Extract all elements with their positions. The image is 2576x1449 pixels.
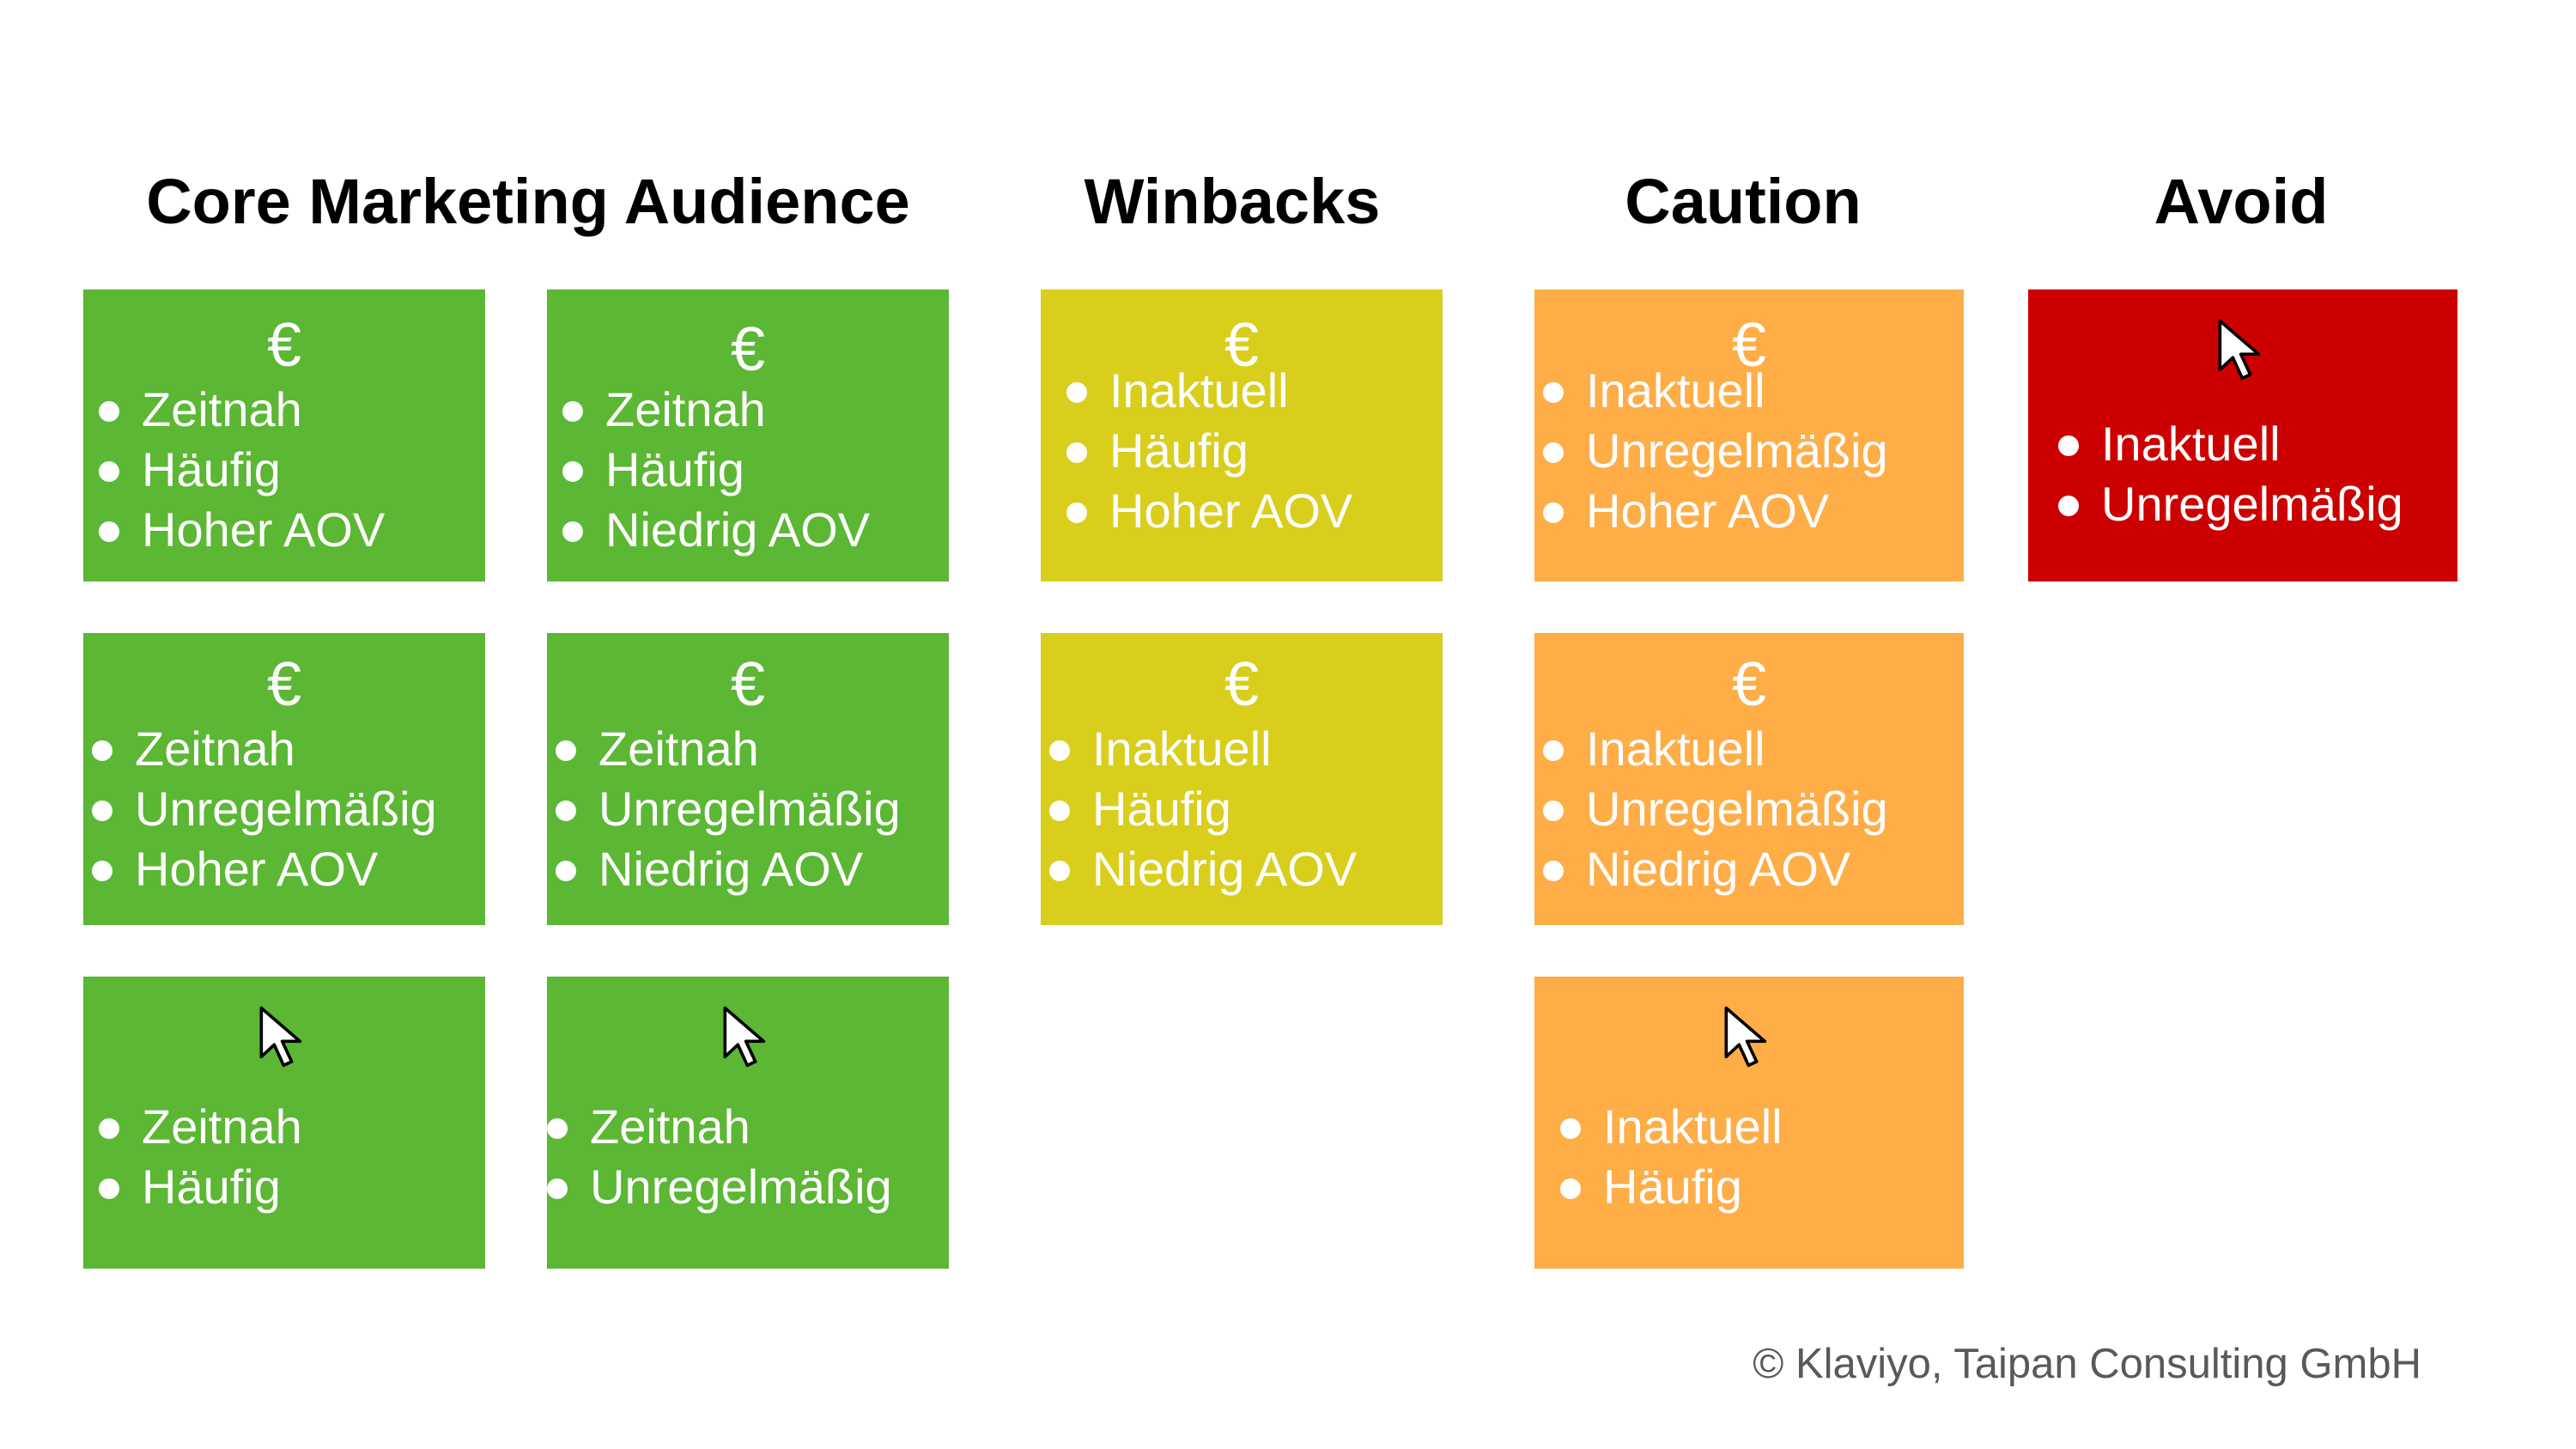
criteria-item: Häufig — [554, 440, 870, 500]
criteria-item: Zeitnah — [83, 719, 437, 779]
cursor-arrow-icon — [1534, 1002, 1964, 1071]
criteria-item: Inaktuell — [2050, 414, 2403, 474]
criteria-item: Unregelmäßig — [538, 1157, 892, 1217]
criteria-item: Hoher AOV — [1534, 481, 1888, 541]
criteria-item: Niedrig AOV — [547, 839, 901, 899]
criteria-item: Hoher AOV — [90, 500, 385, 560]
criteria-item: Unregelmäßig — [2050, 474, 2403, 534]
cursor-arrow-icon — [2028, 315, 2458, 384]
criteria-item: Niedrig AOV — [1041, 839, 1357, 899]
criteria-item: Häufig — [1058, 421, 1352, 481]
criteria-item: Häufig — [90, 1157, 302, 1217]
criteria-item: Häufig — [1041, 779, 1357, 839]
criteria-item: Inaktuell — [1552, 1097, 1783, 1157]
euro-icon: € — [266, 650, 302, 719]
criteria-item: Hoher AOV — [83, 839, 437, 899]
criteria-item: Zeitnah — [90, 1097, 302, 1157]
criteria-item: Zeitnah — [554, 380, 870, 440]
euro-icon: € — [1224, 311, 1260, 380]
criteria-item: Zeitnah — [538, 1097, 892, 1157]
euro-icon: € — [1224, 650, 1260, 719]
euro-icon: € — [730, 650, 766, 719]
criteria-item: Inaktuell — [1534, 719, 1888, 779]
copyright-notice: © Klaviyo, Taipan Consulting GmbH — [1753, 1341, 2421, 1387]
criteria-item: Zeitnah — [547, 719, 901, 779]
euro-icon: € — [1731, 650, 1767, 719]
cursor-arrow-icon — [547, 1002, 949, 1071]
criteria-item: Unregelmäßig — [1534, 779, 1888, 839]
criteria-item: Niedrig AOV — [554, 500, 870, 560]
column-title-caution: Caution — [1625, 166, 1862, 237]
cursor-arrow-icon — [83, 1002, 485, 1071]
criteria-item: Inaktuell — [1534, 361, 1888, 421]
euro-icon: € — [1731, 311, 1767, 380]
criteria-item: Unregelmäßig — [1534, 421, 1888, 481]
criteria-item: Zeitnah — [90, 380, 385, 440]
euro-icon: € — [730, 315, 766, 384]
criteria-item: Inaktuell — [1058, 361, 1352, 421]
criteria-item: Häufig — [90, 440, 385, 500]
column-title-winbacks: Winbacks — [1084, 166, 1381, 237]
criteria-item: Inaktuell — [1041, 719, 1357, 779]
column-title-avoid: Avoid — [2154, 166, 2329, 237]
criteria-item: Unregelmäßig — [83, 779, 437, 839]
euro-icon: € — [266, 311, 302, 380]
column-title-core-marketing-audience: Core Marketing Audience — [146, 166, 910, 237]
criteria-item: Niedrig AOV — [1534, 839, 1888, 899]
criteria-item: Unregelmäßig — [547, 779, 901, 839]
criteria-item: Hoher AOV — [1058, 481, 1352, 541]
criteria-item: Häufig — [1552, 1157, 1783, 1217]
